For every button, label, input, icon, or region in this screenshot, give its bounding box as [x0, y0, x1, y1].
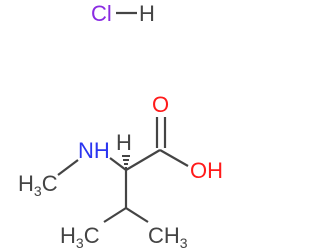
n-methyl-h: H: [18, 171, 34, 196]
right-methyl-label: CH3: [148, 223, 188, 250]
c-oh-bond: [159, 149, 189, 167]
hydroxyl-label: OH: [190, 158, 223, 183]
n-methyl-label: H3C: [18, 171, 58, 199]
carbonyl-oxygen-label: O: [152, 92, 169, 117]
structure-svg: Cl H NH H3C H O OH H3C CH3: [18, 1, 223, 250]
alpha-carboxyl-bond: [125, 149, 161, 171]
right-methyl-ch: CH: [148, 223, 180, 248]
n-methyl-sub: 3: [34, 183, 42, 199]
n-methyl-c: C: [42, 171, 58, 196]
left-methyl-h: H: [60, 223, 76, 248]
stereo-hydrogen-label: H: [116, 130, 132, 155]
n-methyl-bond: [57, 159, 79, 176]
hashed-wedge-bond: [122, 155, 130, 169]
svg-text:CH3: CH3: [148, 223, 188, 250]
hcl-hydrogen-label: H: [139, 1, 155, 26]
amine-nh-label: NH: [78, 138, 110, 163]
left-methyl-sub: 3: [76, 235, 84, 250]
isopropyl-left-bond: [103, 207, 127, 223]
right-methyl-sub: 3: [180, 235, 188, 250]
n-alpha-bond: [109, 157, 127, 171]
left-methyl-label: H3C: [60, 223, 100, 250]
isopropyl-right-bond: [125, 207, 149, 223]
chlorine-label: Cl: [91, 1, 112, 26]
svg-text:H3C: H3C: [18, 171, 58, 199]
left-methyl-c: C: [84, 223, 100, 248]
molecule-structure: Cl H NH H3C H O OH H3C CH3: [18, 1, 223, 250]
svg-text:H3C: H3C: [60, 223, 100, 250]
